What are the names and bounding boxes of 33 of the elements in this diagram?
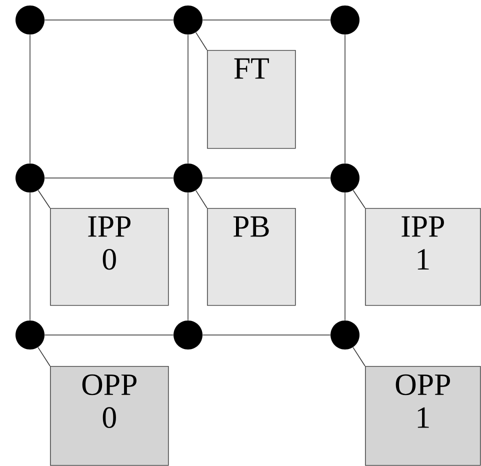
junction-dot — [330, 320, 360, 350]
leader-line — [195, 32, 208, 50]
junction-dot — [174, 164, 202, 192]
grid-line — [29, 34, 31, 164]
label-box: IPP 1 — [365, 208, 481, 306]
grid-line — [187, 34, 189, 164]
leader-line — [195, 190, 208, 208]
grid-line — [44, 177, 174, 179]
grid-line — [344, 34, 346, 164]
label-box: FT — [207, 50, 296, 149]
grid-line — [44, 19, 174, 21]
label-box: IPP 0 — [50, 208, 169, 306]
grid-line — [202, 334, 330, 336]
grid-line — [202, 19, 330, 21]
junction-dot — [16, 320, 44, 350]
grid-line — [344, 192, 346, 320]
leader-line — [38, 190, 50, 208]
grid-line — [44, 334, 174, 336]
label-box: OPP 1 — [365, 366, 481, 466]
leader-line — [352, 190, 366, 208]
leader-line — [38, 346, 50, 366]
grid-line — [202, 177, 330, 179]
junction-dot — [16, 164, 44, 192]
label-box: PB — [207, 208, 296, 306]
label-box: OPP 0 — [50, 366, 169, 466]
junction-dot — [330, 164, 360, 192]
junction-dot — [174, 6, 202, 34]
leader-line — [352, 346, 366, 366]
junction-dot — [16, 6, 44, 34]
grid-line — [29, 192, 31, 320]
grid-line — [187, 192, 189, 320]
junction-dot — [330, 6, 360, 34]
junction-dot — [174, 320, 202, 350]
